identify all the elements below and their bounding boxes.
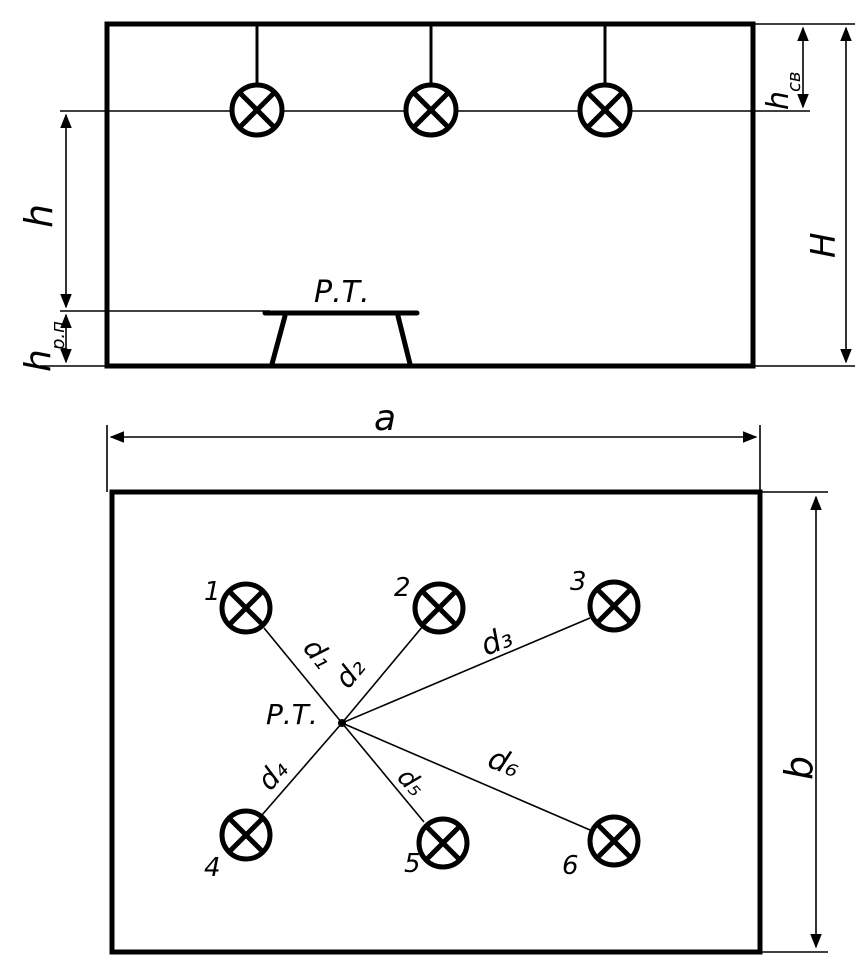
distance-label-d3: d₃ — [476, 619, 518, 663]
distance-line-d6 — [341, 722, 591, 831]
room-section-outline — [104, 21, 756, 369]
plan-lamp-3 — [587, 579, 641, 633]
lamp-number-5: 5 — [404, 849, 421, 879]
design-point-label: Р.Т. — [266, 698, 318, 731]
distance-label-d4: d₄ — [251, 753, 295, 797]
distance-label-d5: d₅ — [391, 763, 431, 803]
lamp-number-2: 2 — [394, 573, 411, 603]
lamp-pendant-2 — [403, 26, 459, 138]
dim-h-label: h — [17, 204, 61, 228]
svg-text:св: св — [784, 71, 805, 92]
distance-line-d2 — [341, 625, 424, 724]
plan-lamp-5 — [416, 816, 470, 870]
distance-line-d1 — [263, 627, 343, 724]
plan-lamp-2 — [412, 581, 466, 635]
distance-line-d5 — [341, 722, 425, 823]
distance-line-d4 — [261, 722, 343, 816]
dim-hsv-label: h св — [761, 71, 805, 110]
dim-b-label: b — [777, 756, 821, 780]
dim-a-label: a — [374, 398, 396, 439]
lamp-number-1: 1 — [204, 577, 221, 607]
lamp-number-6: 6 — [562, 851, 579, 881]
lamp-pendant-3 — [577, 26, 633, 138]
lamp-number-4: 4 — [204, 853, 221, 883]
plan-view: a b Р.Т. — [106, 398, 828, 955]
plan-lamp-1 — [219, 581, 273, 635]
plan-lamp-6 — [587, 814, 641, 868]
distance-line-d3 — [341, 617, 591, 724]
work-table — [262, 310, 420, 367]
distance-label-d6: d₆ — [483, 741, 525, 785]
work-table-label: Р.Т. — [314, 275, 370, 310]
side-view: Р.Т. h h р.п h св H — [17, 21, 855, 372]
plan-lamp-4 — [219, 808, 273, 862]
room-plan-outline — [109, 489, 763, 955]
dim-hrp-label: h р.п — [18, 321, 69, 372]
svg-text:h: h — [18, 349, 59, 372]
design-point — [338, 719, 346, 727]
dim-H-label: H — [804, 232, 844, 258]
svg-text:р.п: р.п — [48, 321, 69, 351]
svg-text:h: h — [761, 91, 796, 110]
lamp-pendant-1 — [229, 26, 285, 138]
lamp-number-3: 3 — [570, 567, 587, 597]
distance-lines — [261, 617, 591, 831]
